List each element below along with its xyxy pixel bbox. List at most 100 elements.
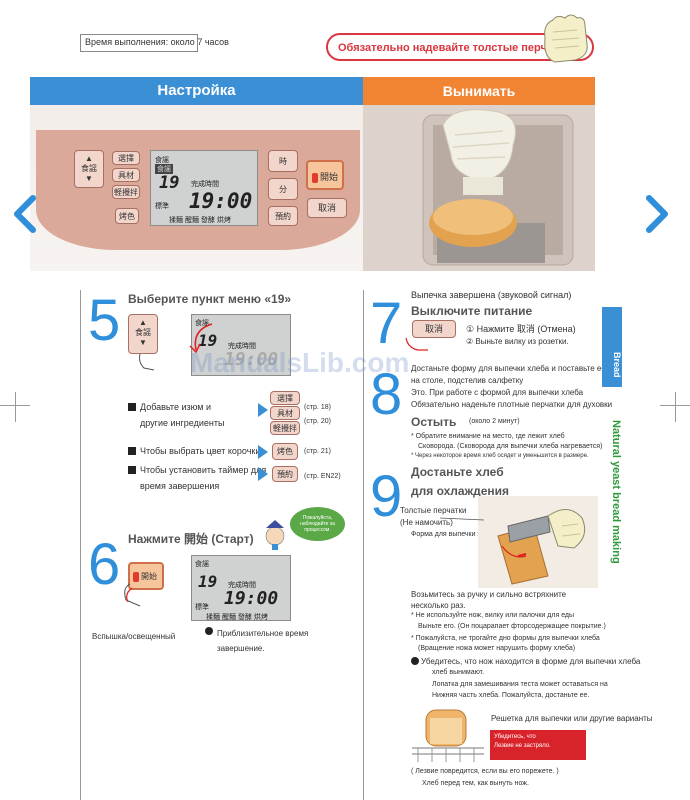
lcd-display: 食謡 食謡 19 完成時間 標準 19:00 揉麵 醒麵 發酵 烘烤 [150, 150, 258, 226]
timer-button[interactable]: 預約 [268, 206, 298, 226]
step6-lcd-complete: 完成時間 [228, 582, 256, 589]
step6-start-label: 開始 [141, 572, 157, 581]
baking-complete-label: Выпечка завершена (звуковой сигнал) [411, 290, 572, 300]
check-line1: Убедитесь, что нож находится в форме для… [421, 657, 641, 666]
start-indicator-icon [133, 571, 139, 582]
menu-up-down-button[interactable]: ▲ 食謡 ▼ [74, 150, 104, 188]
pointing-hand-icon [405, 337, 428, 351]
crop-mark-right-v [675, 392, 676, 422]
step5-ref-d: (стр. EN22) [304, 473, 341, 480]
step8-note2: * Через некоторое время хлеб осядет и ум… [411, 453, 589, 459]
step5-crust-button: 烤色 [272, 443, 298, 460]
bullet-dot-icon [205, 627, 213, 635]
lcd-label: 食謡 [155, 157, 169, 164]
center-divider [363, 290, 364, 800]
step5-lcd-complete: 完成時間 [228, 343, 256, 350]
rack-label: Решетка для выпечки или другие варианты [491, 714, 653, 723]
check-line2: хлеб вынимают. [432, 669, 485, 676]
lcd-label-inverted: 食謡 [155, 164, 173, 174]
footer-line1: ( Лезвие повредится, если вы его порежет… [411, 768, 559, 775]
speech-bubble: Пожалуйста, наблюдайте за процессом. [290, 507, 345, 541]
blade-warning-line2: Лезвие не застряло. [494, 743, 551, 749]
blue-arrow-icon [258, 467, 268, 481]
triangle-up-icon: ▲ [139, 318, 147, 327]
step5-ref-a: (стр. 18) [304, 404, 331, 411]
start-button[interactable]: 開始 [306, 160, 344, 190]
crust-button[interactable]: 烤色 [115, 208, 139, 224]
blade-warning-box: Убедитесь, что Лезвие не застряло. [490, 730, 586, 760]
step5-lcd-menu: 19 [198, 331, 218, 350]
step7-sub1: ① Нажмите 取消 (Отмена) [466, 324, 576, 334]
next-page-arrow-icon[interactable] [642, 194, 672, 234]
left-margin-line [80, 290, 81, 800]
step5-item1-line1: Добавьте изюм и [140, 402, 211, 412]
minute-button[interactable]: 分 [268, 178, 298, 200]
start-indicator-icon [312, 172, 318, 183]
warn2b: (Вращение ножа может нарушить форму хлеб… [418, 645, 576, 652]
hour-button[interactable]: 時 [268, 150, 298, 172]
step5-menu-label: 食謡 [135, 328, 151, 337]
bullet-dot-icon [411, 657, 419, 665]
step-8-number: 8 [370, 362, 403, 427]
bread-removal-illustration [363, 105, 595, 271]
step9-title-line2: для охлаждения [411, 484, 510, 498]
step8-note1b: Сковорода. (Сковорода для выпечки хлеба … [418, 443, 603, 450]
glove-sub: (Не намочить) [400, 518, 453, 527]
step7-sub2: ② Выньте вилку из розетки. [466, 337, 569, 346]
footer-line2: Хлеб перед тем, как вынуть нож. [422, 780, 529, 787]
step7-cancel-button: 取消 [412, 320, 456, 338]
shake-line1: Возьмитесь за ручку и сильно встряхните [411, 590, 567, 599]
bread-removal-photo [363, 105, 595, 271]
step5-kneading-button: 軽攪拌 [270, 421, 300, 435]
step5-item2: Чтобы выбрать цвет корочки [140, 446, 261, 456]
pan-label: Форма для выпечки хлеба [411, 531, 497, 538]
step6-lcd-status: 揉麵 醒麵 發酵 烘烤 [206, 614, 268, 621]
ingredients-button[interactable]: 具材 [112, 168, 140, 182]
glove-pointer-line [439, 517, 485, 521]
step6-lcd-time: 19:00 [224, 588, 279, 609]
select-button[interactable]: 選擇 [112, 151, 140, 165]
step9-title-line1: Достаньте хлеб [411, 465, 504, 479]
kneading-button[interactable]: 軽攪拌 [112, 185, 140, 199]
step-6-number: 6 [88, 532, 121, 597]
cartoon-chef-icon [265, 520, 285, 550]
cool-time: (около 2 минут) [469, 418, 520, 425]
section-setup-header: Настройка [30, 77, 363, 105]
warn2: * Пожалуйста, не трогайте дно формы для … [411, 635, 600, 642]
glove-label: Толстые перчатки [400, 506, 467, 515]
triangle-up-icon: ▲ [85, 154, 93, 163]
step5-ingredients-button: 具材 [270, 406, 300, 420]
step6-lcd-menu: 19 [198, 572, 218, 591]
step7-sub1-text: Нажмите 取消 (Отмена) [476, 324, 576, 334]
step5-item1-line2: другие ингредиенты [140, 418, 225, 428]
crop-mark-left-v [15, 392, 16, 422]
glove-warning: Обязательно надевайте толстые перчатки [326, 33, 594, 61]
step5-ref-c: (стр. 21) [304, 448, 331, 455]
lcd-status: 揉麵 醒麵 發酵 烘烤 [169, 217, 231, 224]
lcd-complete-label: 完成時間 [191, 181, 219, 188]
approx-time-line2: завершение. [217, 644, 265, 653]
time-label: Время выполнения: около 7 часов [80, 34, 229, 52]
step8-note1: * Обратите внимание на место, где лежит … [411, 433, 565, 440]
step7-sub2-text: Выньте вилку из розетки. [475, 337, 569, 346]
step6-lcd-label: 食謡 [195, 561, 209, 568]
section-remove-header: Вынимать [363, 77, 595, 105]
sidebar-bread-tab: Bread [602, 307, 622, 387]
step8-line4: Обязательно наденьте плотные перчатки дл… [411, 400, 613, 409]
step5-lcd-time: 19:00 [224, 349, 279, 370]
check-line3: Лопатка для замешивания теста может оста… [432, 681, 608, 688]
blue-arrow-icon [258, 403, 268, 417]
step6-start-button: 開始 [128, 562, 164, 590]
blue-arrow-icon [258, 445, 268, 459]
bullet-square-icon [128, 466, 136, 474]
red-indicator-arrow-icon [189, 323, 213, 354]
cancel-button[interactable]: 取消 [307, 198, 347, 218]
step-7-number: 7 [370, 291, 403, 356]
sidebar-natural-yeast-label: Natural yeast bread making [610, 420, 622, 564]
previous-page-arrow-icon[interactable] [10, 194, 40, 234]
step5-ref-b: (стр. 20) [304, 418, 331, 425]
glove-icon [544, 14, 588, 63]
pointing-hand-icon [139, 353, 155, 371]
step8-line2: на столе, подстелив салфетку [411, 376, 524, 385]
step-7-title: Выключите питание [411, 304, 533, 318]
